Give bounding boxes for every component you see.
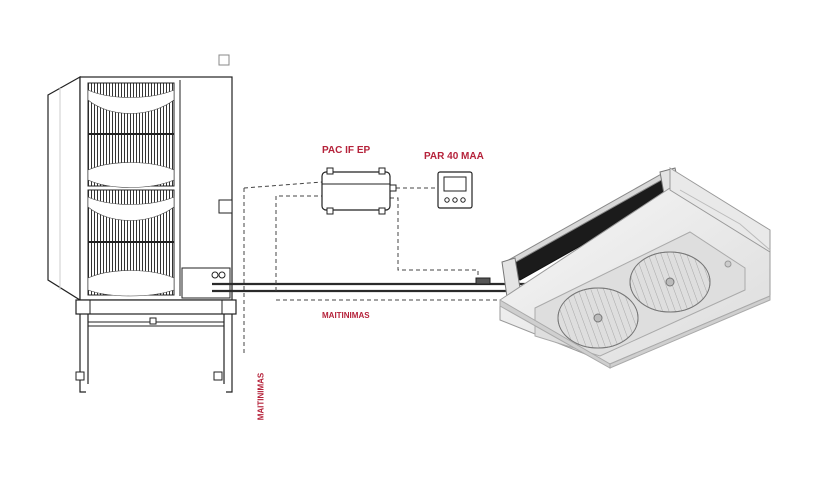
- ceiling-unit-icon: [499, 167, 771, 369]
- refrigerant-pipes: [212, 282, 528, 293]
- remote-label: PAR 40 MAA: [424, 151, 484, 162]
- wiring-dashed: [243, 181, 520, 355]
- remote-controller-icon: [437, 171, 473, 209]
- power-label-vertical: MAITINIMAS: [256, 372, 266, 421]
- controller-label: PAC IF EP: [322, 145, 371, 156]
- outdoor-unit-icon: [47, 54, 237, 393]
- power-label-horizontal: MAITINIMAS: [322, 311, 370, 320]
- terminal-block: [475, 277, 491, 285]
- controller-box-icon: [321, 167, 397, 215]
